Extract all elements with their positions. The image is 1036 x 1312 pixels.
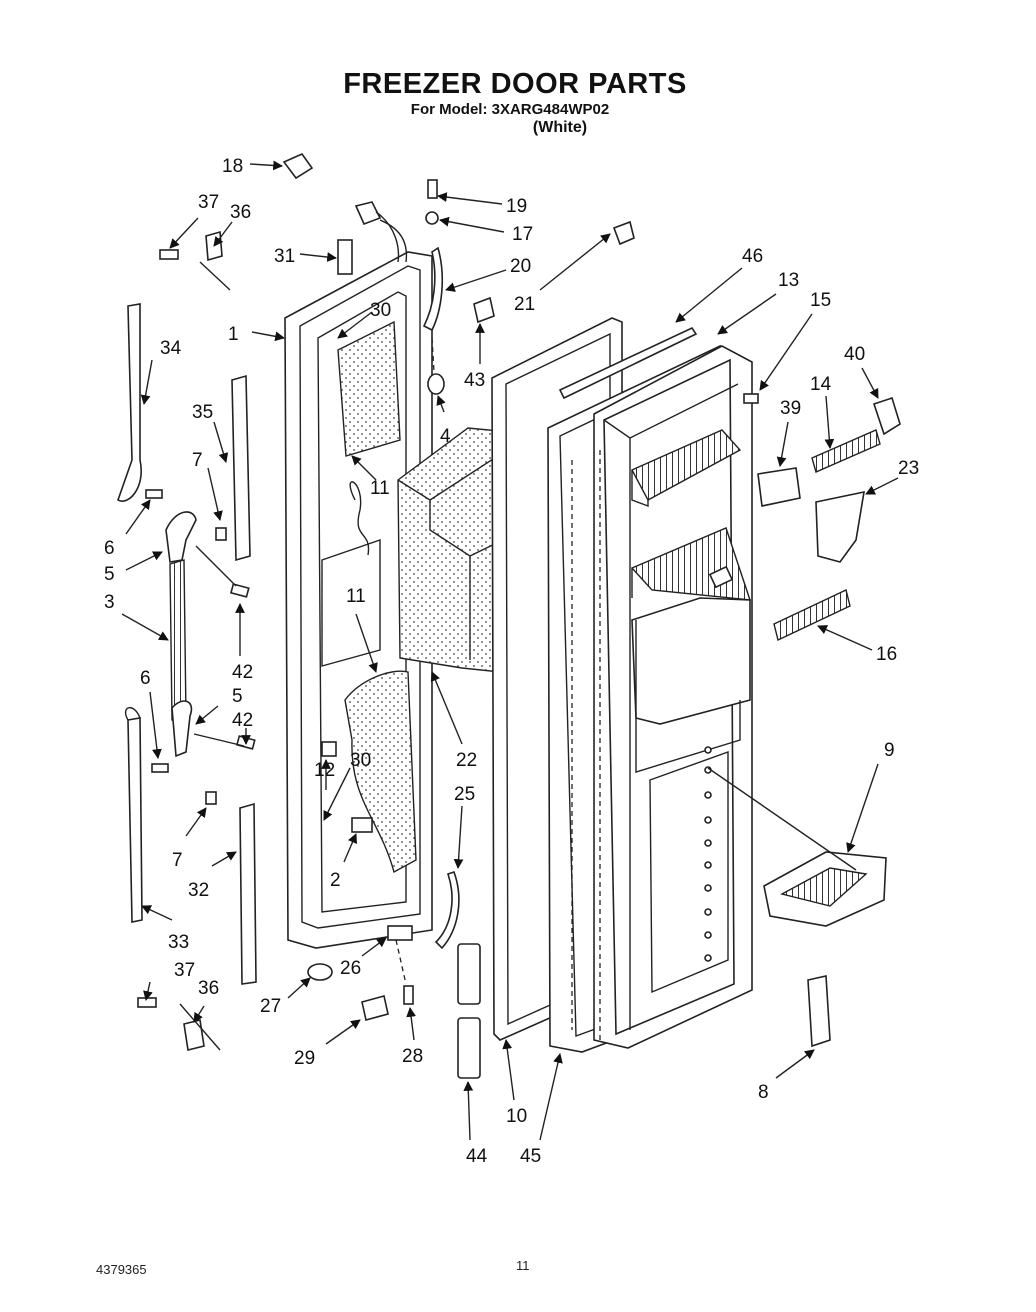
callout-14: 14 [810, 374, 832, 395]
callout-42: 42 [232, 662, 253, 683]
top-small-parts [282, 153, 635, 395]
callout-6: 6 [104, 538, 115, 559]
callout-8: 8 [758, 1082, 769, 1103]
callout-5: 5 [232, 686, 243, 707]
callout-30: 30 [370, 300, 391, 321]
callout-27: 27 [260, 996, 281, 1017]
callout-37: 37 [198, 192, 219, 213]
document-number: 4379365 [96, 1262, 147, 1277]
outer-door-panel [593, 345, 753, 1049]
callout-7: 7 [172, 850, 183, 871]
callout-25: 25 [454, 784, 475, 805]
model-color: (White) [532, 119, 588, 136]
callout-19: 19 [506, 196, 527, 217]
callout-16: 16 [876, 644, 897, 665]
callout-32: 32 [188, 880, 209, 901]
right-small-parts [307, 326, 901, 1079]
model-number: For Model: 3XARG484WP02 [410, 101, 610, 118]
callout-18: 18 [222, 156, 243, 177]
callout-33: 33 [168, 932, 189, 953]
inner-door-panel [284, 251, 433, 949]
callout-31: 31 [274, 246, 295, 267]
callout-37: 37 [174, 960, 195, 981]
callout-46: 46 [742, 246, 763, 267]
page-title: FREEZER DOOR PARTS [343, 68, 687, 100]
callout-7: 7 [192, 450, 203, 471]
callout-15: 15 [810, 290, 831, 311]
callout-39: 39 [780, 398, 801, 419]
callout-11: 11 [346, 586, 366, 607]
callout-13: 13 [778, 270, 799, 291]
callout-17: 17 [512, 224, 533, 245]
callout-36: 36 [198, 978, 219, 999]
callout-35: 35 [192, 402, 213, 423]
callout-20: 20 [510, 256, 531, 277]
callout-43: 43 [464, 370, 485, 391]
leader-lines [121, 160, 899, 1141]
callout-26: 26 [340, 958, 361, 979]
callout-34: 34 [160, 338, 182, 359]
callout-23: 23 [898, 458, 919, 479]
callout-21: 21 [514, 294, 535, 315]
callout-4: 4 [440, 426, 451, 447]
callout-6: 6 [140, 668, 151, 689]
callout-2: 2 [330, 870, 341, 891]
callout-1: 1 [228, 324, 239, 345]
callout-9: 9 [884, 740, 895, 761]
left-hinge-parts [117, 230, 257, 1051]
callout-29: 29 [294, 1048, 315, 1069]
callout-44: 44 [466, 1146, 488, 1167]
page-number: 11 [516, 1258, 530, 1273]
callout-30: 30 [350, 750, 371, 771]
callout-labels: 18 37 36 31 19 17 20 21 46 13 15 40 14 3… [104, 156, 919, 1167]
callout-22: 22 [456, 750, 477, 771]
callout-42: 42 [232, 710, 253, 731]
callout-45: 45 [520, 1146, 541, 1167]
callout-11: 11 [370, 478, 390, 499]
callout-5: 5 [104, 564, 115, 585]
callout-12: 12 [314, 760, 335, 781]
callout-28: 28 [402, 1046, 423, 1067]
callout-36: 36 [230, 202, 251, 223]
callout-10: 10 [506, 1106, 527, 1127]
callout-40: 40 [844, 344, 865, 365]
callout-3: 3 [104, 592, 115, 613]
